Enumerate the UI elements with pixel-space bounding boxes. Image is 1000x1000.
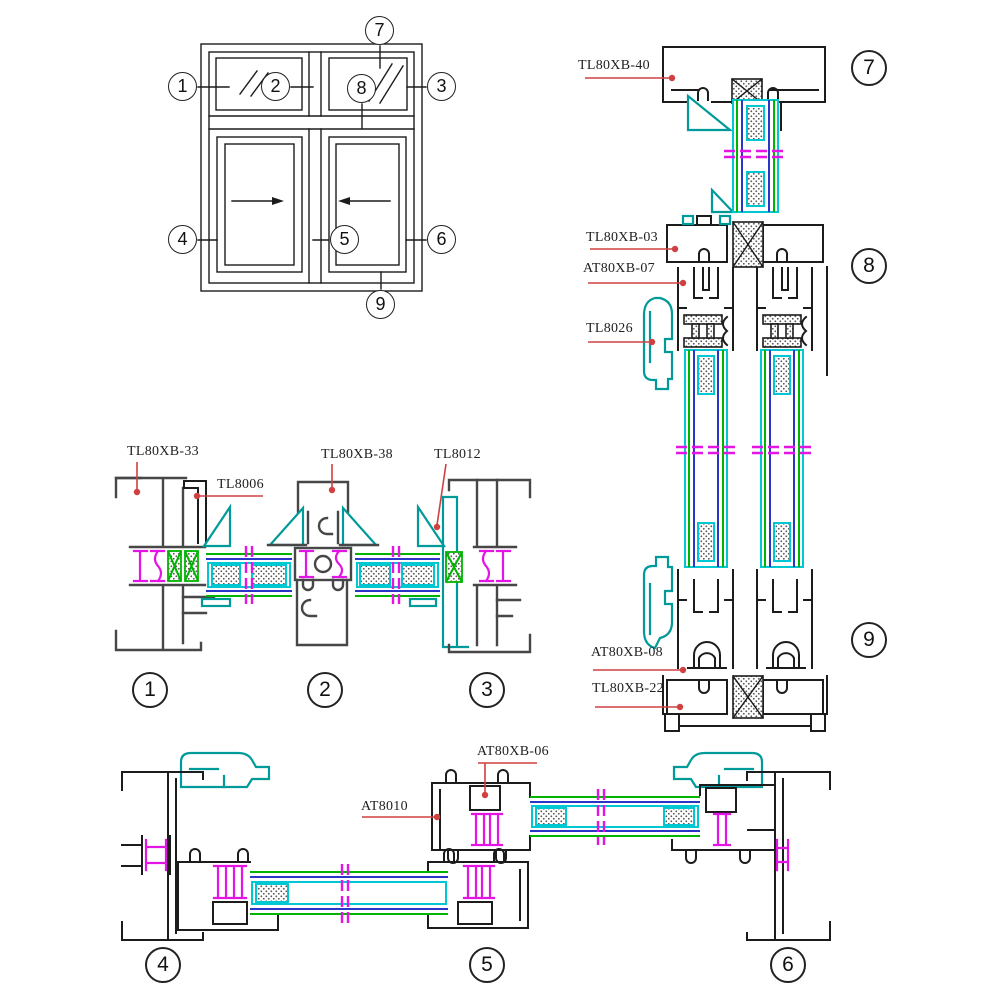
part-label-tl8026: TL8026 [586,321,633,336]
part-label-tl8012: TL8012 [434,447,481,462]
horizontal-section-top [114,462,532,654]
vertical-section-detail-8 [642,214,828,391]
elevation-callout-8: 8 [347,74,376,103]
elevation-callout-9: 9 [366,290,395,319]
vertical-section-detail-9 [642,555,828,732]
elevation-callout-6: 6 [427,225,456,254]
elevation-callout-7: 7 [365,16,394,45]
section-callout-2: 2 [307,672,343,708]
section-callout-5: 5 [469,947,505,983]
elevation-drawing [197,43,427,292]
elevation-callout-leaders [197,45,427,290]
horizontal-section-bottom [121,751,831,941]
elevation-callout-2: 2 [261,72,290,101]
section-callout-7: 7 [851,50,887,86]
vertical-section-glass-units [676,349,812,568]
part-label-at80xb-06: AT80XB-06 [477,744,549,759]
part-label-tl80xb-33: TL80XB-33 [127,444,199,459]
section-callout-4: 4 [145,947,181,983]
section-callout-1: 1 [132,672,168,708]
section-callout-9: 9 [851,622,887,658]
part-label-tl80xb-38: TL80XB-38 [321,447,393,462]
section-callout-8: 8 [851,248,887,284]
part-label-tl80xb-40: TL80XB-40 [578,58,650,73]
section-callout-3: 3 [469,672,505,708]
part-label-tl80xb-22: TL80XB-22 [592,681,664,696]
section-callout-6: 6 [770,947,806,983]
elevation-callout-1: 1 [168,72,197,101]
elevation-callout-5: 5 [330,225,359,254]
elevation-callout-4: 4 [168,225,197,254]
part-label-at80xb-08: AT80XB-08 [591,645,663,660]
part-label-tl8006: TL8006 [217,477,264,492]
part-label-tl80xb-03: TL80XB-03 [586,230,658,245]
slide-direction-arrows [231,197,391,205]
elevation-callout-3: 3 [427,72,456,101]
leader-lines-right [585,74,687,711]
vertical-section-detail-7 [662,46,826,214]
part-label-at8010: AT8010 [361,799,408,814]
part-label-at80xb-07: AT80XB-07 [583,261,655,276]
